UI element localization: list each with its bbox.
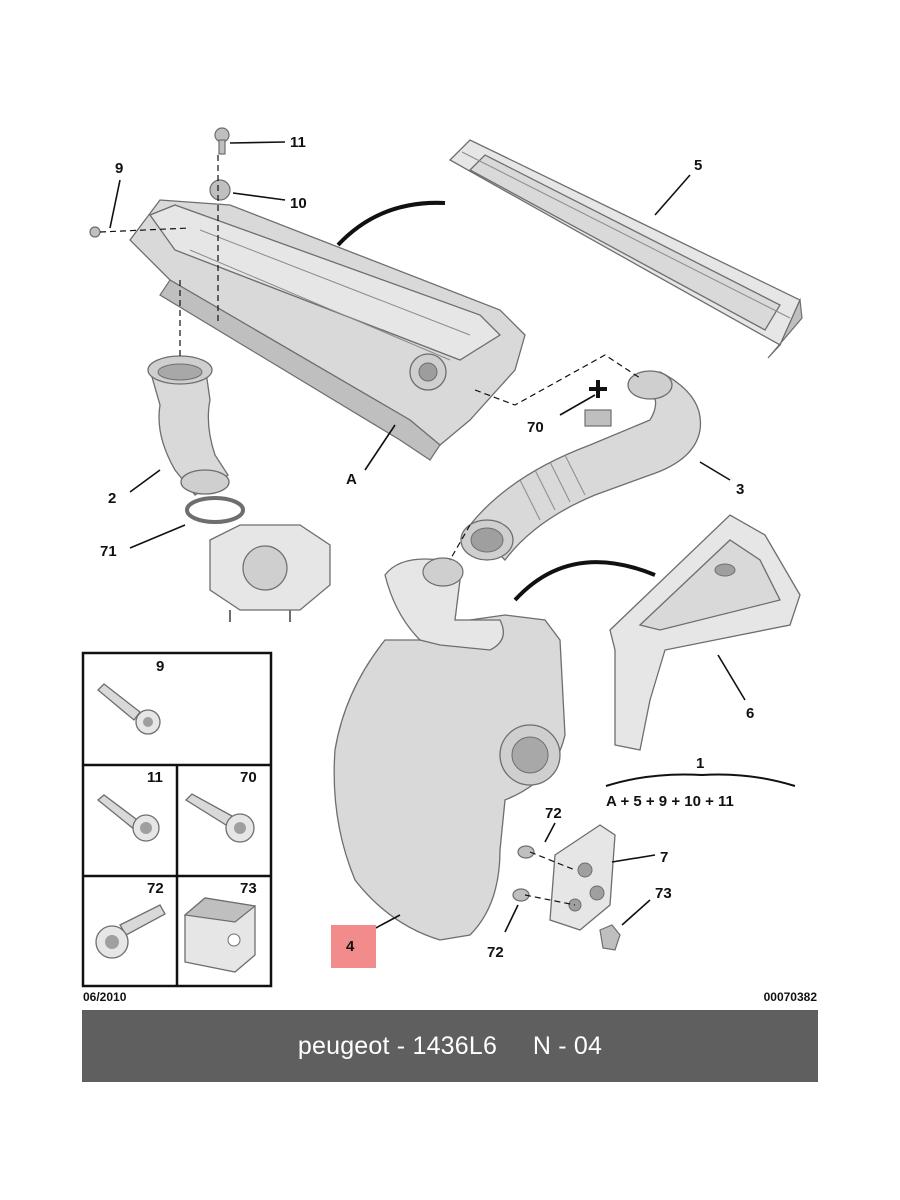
footer-text: peugeot - 1436L6 N - 04 bbox=[297, 1031, 603, 1060]
part-7-bracket bbox=[549, 824, 616, 931]
label-part-70: 70 bbox=[527, 419, 544, 436]
label-part-A: A bbox=[346, 471, 357, 488]
label-part-6: 6 bbox=[746, 705, 754, 722]
label-part-4: 4 bbox=[346, 938, 355, 955]
highlight-part-4 bbox=[331, 925, 376, 968]
legend-label-11: 11 bbox=[147, 769, 163, 786]
part-2-intake-elbow bbox=[147, 355, 230, 496]
axis-line-3 bbox=[474, 354, 641, 406]
legend-label-72: 72 bbox=[147, 880, 164, 897]
label-part-3: 3 bbox=[736, 481, 744, 498]
cross-marker-70 bbox=[589, 380, 607, 398]
label-part-11: 11 bbox=[290, 134, 306, 151]
axis-line-72b bbox=[524, 894, 576, 906]
label-part-73: 73 bbox=[655, 885, 672, 902]
kit-formula: A + 5 + 9 + 10 + 11 bbox=[606, 793, 734, 810]
formula-brace bbox=[605, 773, 796, 787]
legend-cell-73: 73 bbox=[183, 880, 257, 973]
axis-line-9 bbox=[99, 227, 191, 233]
assembly-arc-upper bbox=[336, 200, 446, 247]
label-part-1: 1 bbox=[696, 755, 704, 772]
label-part-72-upper: 72 bbox=[545, 805, 562, 822]
fastener-legend-table: 9 11 70 72 73 bbox=[81, 651, 273, 988]
legend-cell-9: 9 bbox=[97, 658, 164, 735]
date-code: 06/2010 bbox=[83, 990, 127, 1004]
assembly-arc-lower bbox=[513, 560, 656, 602]
label-part-7: 7 bbox=[660, 849, 668, 866]
part-4-air-box bbox=[333, 557, 566, 941]
footer-banner: peugeot - 1436L6 N - 04 bbox=[82, 1010, 818, 1082]
part-6-cover-plate bbox=[609, 514, 801, 751]
legend-cell-72: 72 bbox=[95, 880, 166, 959]
label-part-71: 71 bbox=[100, 543, 117, 560]
parts-diagram: 11 10 9 5 2 71 A 70 3 6 1 7 72 72 73 4 A… bbox=[81, 127, 818, 1004]
fasteners-exploded bbox=[89, 127, 621, 951]
label-part-5: 5 bbox=[694, 157, 702, 174]
axis-line-hose bbox=[449, 524, 471, 561]
legend-label-9: 9 bbox=[156, 658, 164, 675]
label-part-2: 2 bbox=[108, 490, 116, 507]
part-3-air-hose bbox=[460, 370, 702, 561]
throttle-body bbox=[209, 524, 331, 622]
legend-cell-11: 11 bbox=[96, 769, 163, 842]
part-71-seal-ring bbox=[185, 496, 245, 524]
label-part-10: 10 bbox=[290, 195, 307, 212]
label-part-72-lower: 72 bbox=[487, 944, 504, 961]
label-part-9: 9 bbox=[115, 160, 123, 177]
legend-cell-70: 70 bbox=[184, 769, 257, 843]
leader-lines bbox=[109, 141, 746, 933]
legend-label-73: 73 bbox=[240, 880, 257, 897]
legend-label-70: 70 bbox=[240, 769, 257, 786]
part-A-housing-cover bbox=[129, 199, 526, 461]
axis-line-72a bbox=[529, 851, 576, 871]
part-5-air-filter bbox=[448, 139, 803, 359]
drawing-number: 00070382 bbox=[764, 990, 818, 1004]
